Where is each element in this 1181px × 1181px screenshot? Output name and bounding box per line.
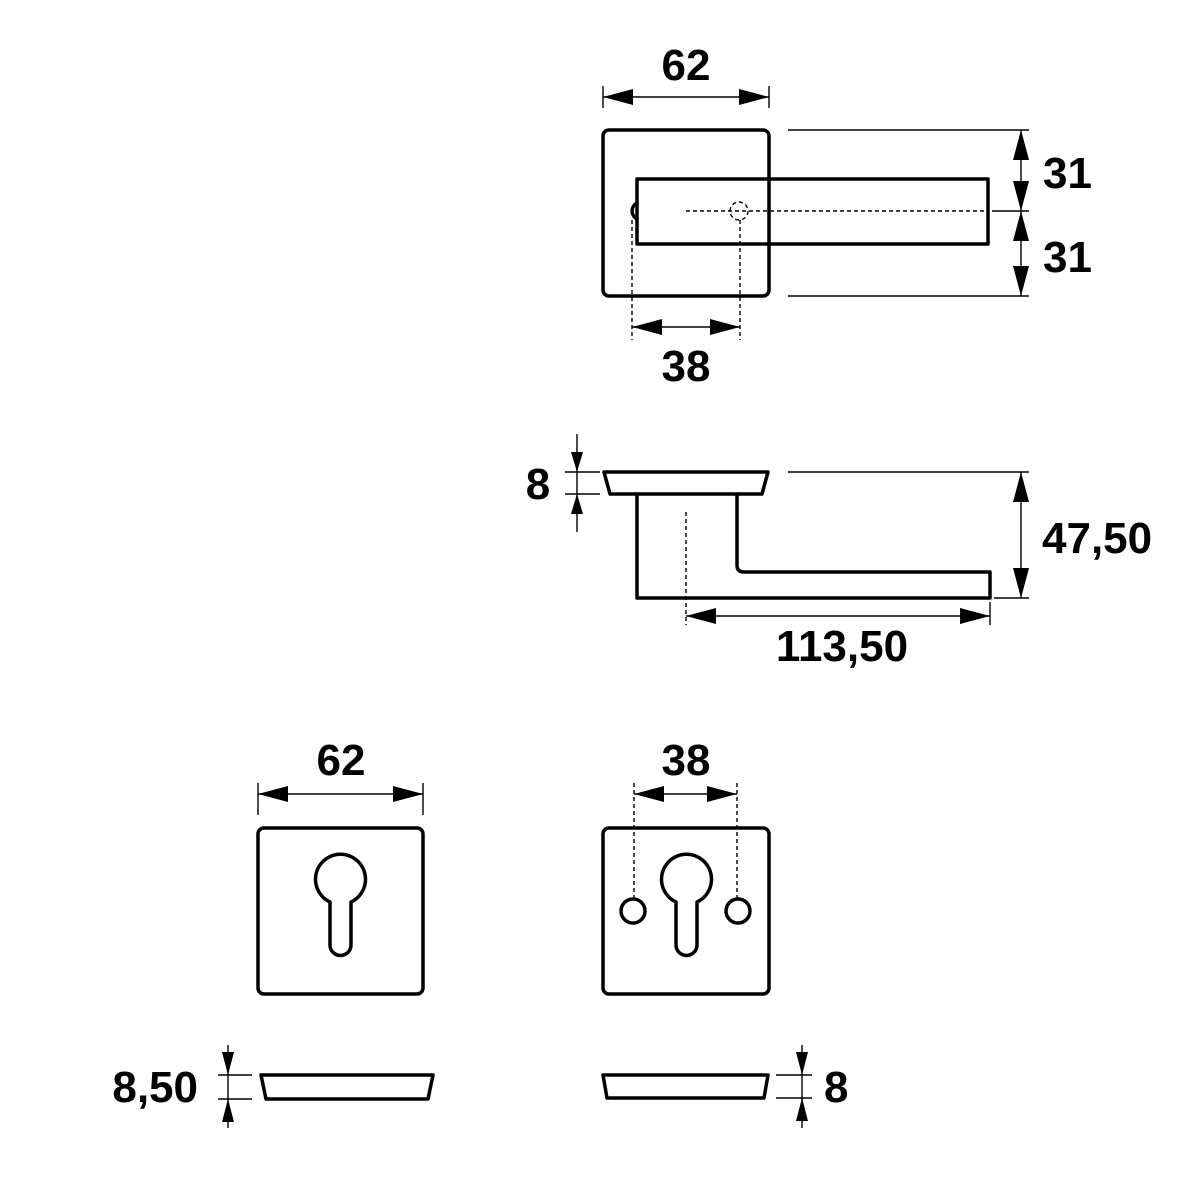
rose-plate (601, 128, 771, 298)
label-lever-upper-half: 31 (1043, 149, 1092, 198)
rose-profile (602, 470, 770, 496)
label-rose-height-side: 8 (526, 460, 550, 509)
label-lever-length-side: 113,50 (776, 622, 908, 671)
label-escutcheon-width: 62 (317, 736, 366, 785)
label-escutcheon-thickness-left: 8,50 (112, 1063, 198, 1112)
label-screw-spacing-top: 38 (662, 342, 711, 391)
keyhole-cutout-2 (659, 852, 714, 958)
dimension-rose-width-top: 62 (602, 41, 770, 108)
label-rose-width-top: 62 (662, 41, 711, 90)
dimension-lever-length-side: 113,50 (686, 602, 991, 671)
escutcheon-profile-shape-left (259, 1073, 435, 1101)
lever-profile (635, 492, 992, 600)
dimension-escutcheon-width: 62 (257, 736, 424, 815)
label-lever-lower-half: 31 (1043, 233, 1092, 282)
escutcheon-plate (256, 826, 425, 996)
screw-hole-left (619, 897, 647, 925)
escutcheon-screws-plate (601, 826, 771, 996)
dimension-screw-spacing-top: 38 (632, 319, 740, 391)
label-lever-height-side: 47,50 (1042, 514, 1152, 563)
dimension-lever-height-side: 47,50 (788, 471, 1152, 599)
escutcheon-front-view (256, 826, 425, 996)
handle-side-view (602, 470, 992, 625)
dimension-lever-halves: 31 31 (788, 129, 1092, 297)
keyhole-cutout (313, 852, 368, 958)
handle-top-view (601, 128, 990, 340)
label-escutcheon-thickness-right: 8 (824, 1063, 848, 1112)
dimension-rose-height-side: 8 (526, 434, 600, 532)
escutcheon-profile-right: 8 (601, 1045, 848, 1128)
rose-screw-left (630, 201, 639, 221)
label-escutcheon-screw-spacing: 38 (662, 736, 711, 785)
escutcheon-profile-shape-right (601, 1073, 770, 1100)
escutcheon-profile-left: 8,50 (112, 1045, 435, 1128)
escutcheon-screws-front-view (601, 783, 771, 996)
screw-hole-right (724, 897, 752, 925)
dimension-escutcheon-screw-spacing: 38 (634, 736, 737, 802)
